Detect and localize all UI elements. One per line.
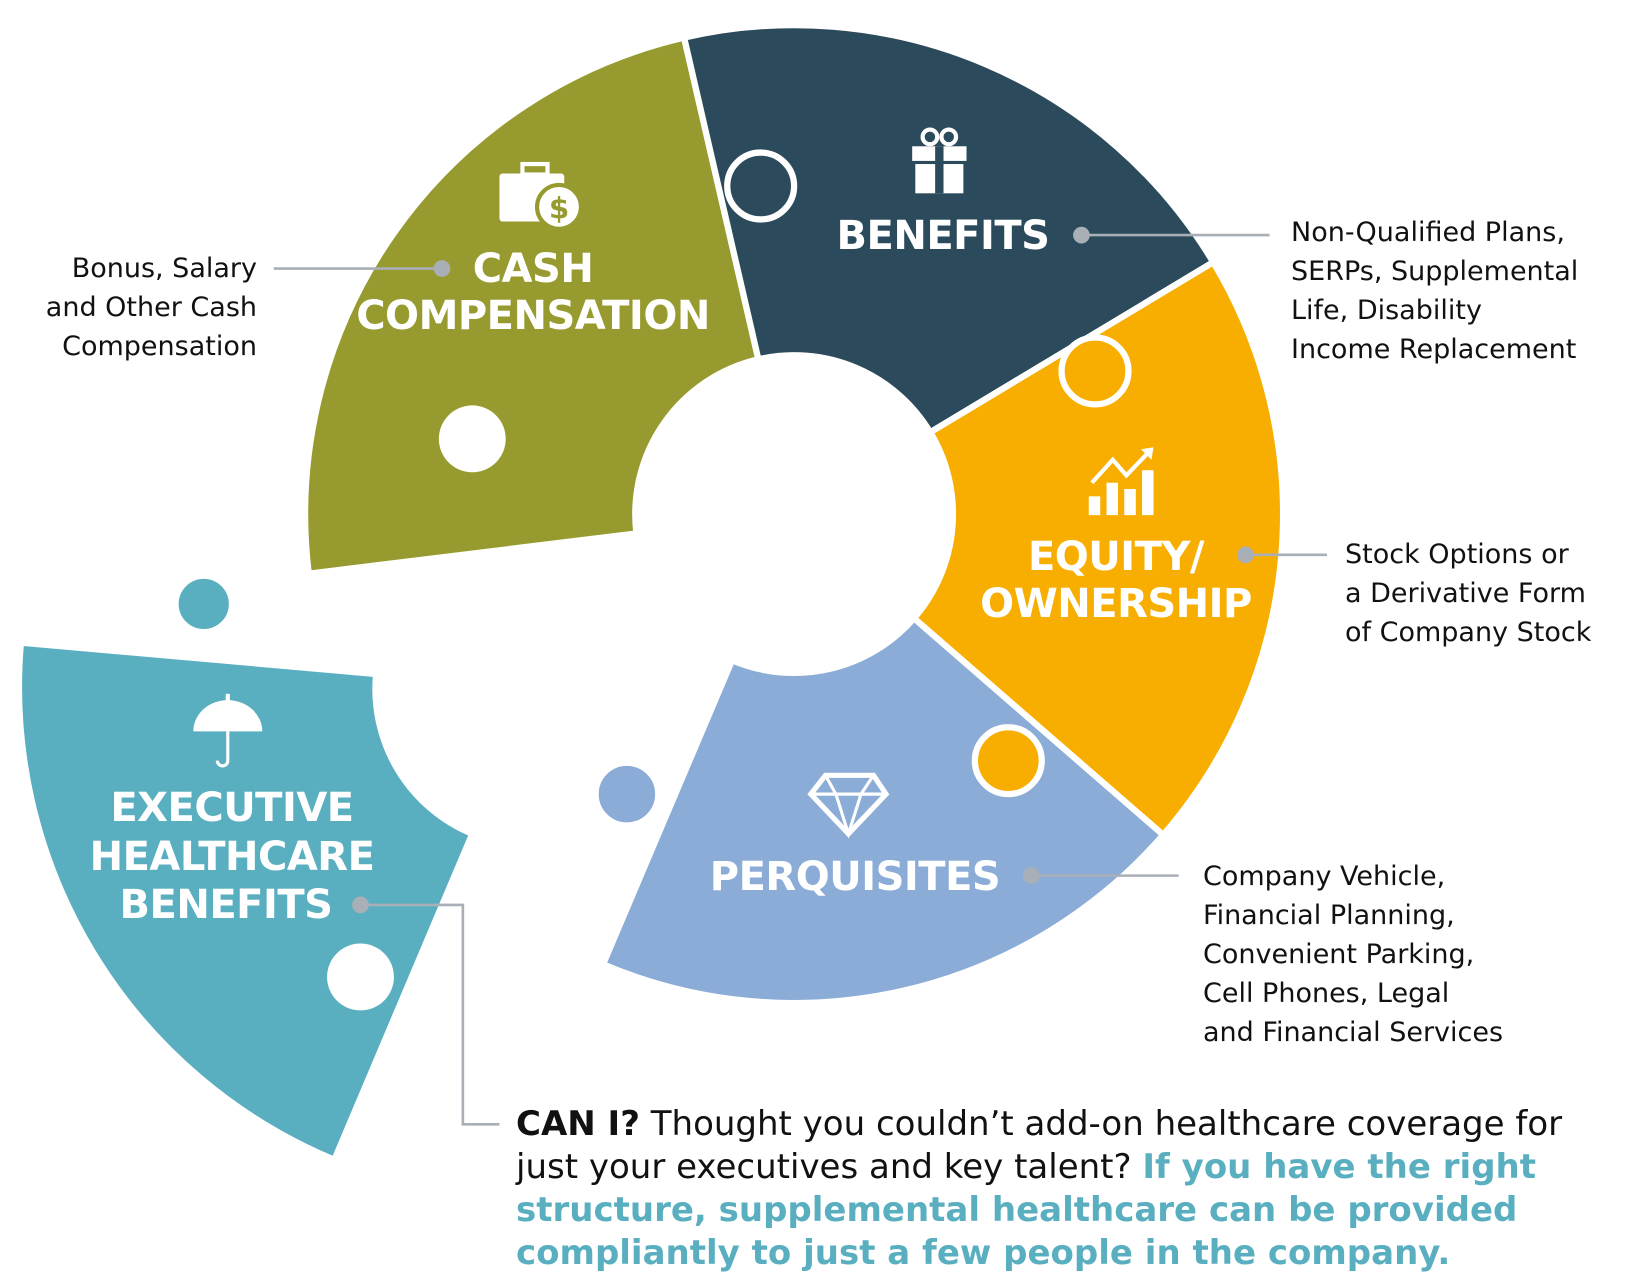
leader-dot [1073,226,1090,244]
leader-dot [352,896,369,914]
piece-benefits [680,21,1218,437]
benefits-note: Non-Qualified Plans, SERPs, Supplemental… [1291,213,1578,369]
cash-title-line: COMPENSATION [356,293,710,339]
note-line: SERPs, Supplemental [1291,256,1579,287]
diamond-icon [807,772,890,840]
briefcase-dollar-icon: $ [499,161,584,231]
executive-title-line: EXECUTIVE [110,785,354,831]
executive-title-line: HEALTHCARE [89,834,375,880]
umbrella-icon [193,693,263,768]
executive-title-line: BENEFITS [119,882,333,928]
puzzle-slot [438,405,506,473]
note-line: Income Replacement [1291,334,1577,365]
puzzle-knob-executive [172,572,236,636]
leader-dot [433,260,451,277]
leader-dot [1237,546,1254,564]
cash-title-line: CASH [472,246,594,292]
puzzle-knob-perquisites [592,759,662,829]
note-line: Compensation [62,331,257,362]
perquisites-note: Company Vehicle, Financial Planning, Con… [1203,857,1503,1052]
callout-highlight: If you have the right structure, supplem… [516,1147,1536,1273]
note-line: Financial Planning, [1203,900,1455,931]
note-line: Stock Options or [1345,539,1569,570]
piece-cash [301,33,763,578]
puzzle-knob-equity [971,724,1045,798]
callout-lead: CAN I? [516,1104,640,1144]
note-line: Cell Phones, Legal [1203,978,1450,1009]
equity-title-line: EQUITY/ [1027,534,1205,580]
note-line: of Company Stock [1345,617,1592,648]
callout-text: Thought you couldn’t add-on healthcare c… [516,1104,1563,1187]
leader-executive [360,903,500,1126]
note-line: Non-Qualified Plans, [1291,217,1565,248]
puzzle-slot [327,943,394,1011]
equity-note: Stock Options or a Derivative Form of Co… [1345,535,1591,652]
perquisites-title: PERQUISITES [709,854,1001,900]
gift-icon [912,127,967,194]
note-line: Convenient Parking, [1203,939,1475,970]
callout-paragraph: CAN I? Thought you couldn’t add-on healt… [516,1103,1616,1275]
puzzle-knob-benefits [724,149,798,223]
piece-perquisites [598,613,1168,1007]
note-line: Life, Disability [1291,295,1482,326]
note-line: and Financial Services [1203,1017,1504,1048]
note-line: Bonus, Salary [71,253,257,284]
equity-title-line: OWNERSHIP [980,581,1252,627]
note-line: Company Vehicle, [1203,861,1446,892]
svg-text:$: $ [549,191,569,225]
growth-chart-icon [1088,447,1154,516]
note-line: and Other Cash [45,292,257,323]
piece-executive-healthcare [15,639,477,1164]
benefits-title: BENEFITS [836,213,1050,259]
cash-note: Bonus, Salary and Other Cash Compensatio… [46,249,257,366]
puzzle-knob-equity [1058,334,1132,408]
note-line: a Derivative Form [1345,578,1586,609]
piece-equity [909,257,1287,840]
leader-dot [1022,867,1040,884]
